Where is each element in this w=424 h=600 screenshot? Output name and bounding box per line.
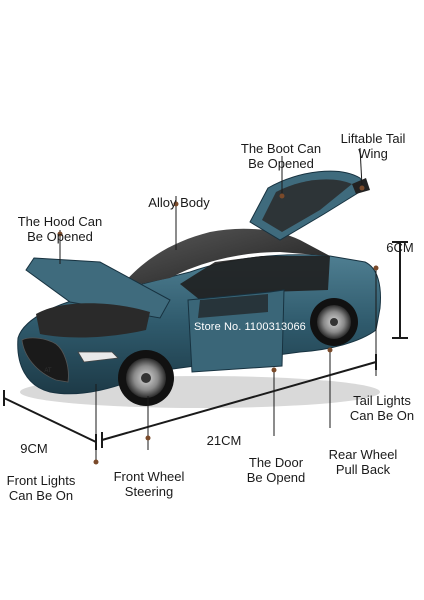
car-rear-wheel-hub (330, 318, 338, 326)
label-length-dimension: 21CM (206, 433, 242, 448)
car-grille (21, 337, 69, 383)
car-roof-glass (120, 228, 330, 288)
callout-markers (57, 185, 379, 465)
dimension-lines (3, 241, 408, 450)
car-boot-glass (262, 179, 352, 232)
license-plate: AT (44, 368, 52, 374)
car-front-wheel-hub (141, 373, 151, 383)
label-alloy-body: Alloy Body (148, 195, 210, 210)
label-width-dimension: 9CM (20, 441, 48, 456)
car-side-windows (180, 256, 330, 300)
car-door-window (198, 294, 268, 318)
label-height-dimension: 6CM (386, 240, 414, 255)
store-watermark: Store No. 1100313066 (194, 321, 306, 333)
car-open-hood (25, 257, 171, 319)
car-engine-bay (36, 303, 150, 338)
callout-lines (59, 147, 377, 464)
car-headlight (77, 351, 119, 363)
